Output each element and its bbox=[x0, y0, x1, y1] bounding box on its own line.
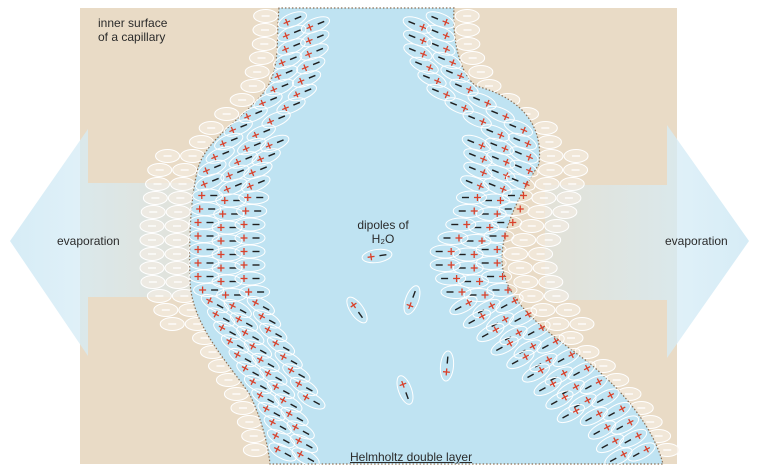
surface-charge-icon bbox=[570, 318, 594, 331]
surface-charge-icon bbox=[553, 206, 577, 219]
surface-charge-icon bbox=[508, 262, 532, 275]
inner-surface-label: inner surface of a capillary bbox=[98, 16, 167, 44]
surface-charge-icon bbox=[168, 192, 192, 205]
surface-charge-icon bbox=[535, 178, 559, 191]
surface-charge-icon bbox=[242, 430, 266, 443]
surface-charge-icon bbox=[171, 178, 195, 191]
helmholtz-label: Helmholtz double layer bbox=[350, 450, 472, 464]
surface-charge-icon bbox=[165, 234, 189, 247]
surface-charge-icon bbox=[140, 248, 164, 261]
dipoles-line1: dipoles of bbox=[348, 218, 418, 232]
surface-charge-icon bbox=[141, 276, 165, 289]
inner-surface-line1: inner surface bbox=[98, 16, 167, 30]
surface-charge-icon bbox=[531, 304, 555, 317]
surface-charge-icon bbox=[520, 220, 544, 233]
surface-charge-icon bbox=[148, 164, 172, 177]
surface-charge-icon bbox=[533, 122, 557, 135]
surface-charge-icon bbox=[154, 304, 178, 317]
surface-charge-icon bbox=[528, 206, 552, 219]
inner-surface-line2: of a capillary bbox=[98, 30, 167, 44]
surface-charge-icon bbox=[461, 52, 485, 65]
surface-charge-icon bbox=[165, 248, 189, 261]
surface-charge-icon bbox=[512, 234, 536, 247]
surface-charge-icon bbox=[544, 290, 568, 303]
surface-charge-icon bbox=[537, 136, 561, 149]
surface-charge-icon bbox=[166, 276, 190, 289]
surface-charge-icon bbox=[504, 248, 528, 261]
surface-charge-icon bbox=[250, 52, 274, 65]
surface-charge-icon bbox=[143, 192, 167, 205]
surface-charge-icon bbox=[241, 80, 265, 93]
surface-charge-icon bbox=[564, 164, 588, 177]
evaporation-left-label: evaporation bbox=[57, 234, 120, 248]
surface-charge-icon bbox=[165, 262, 189, 275]
surface-charge-icon bbox=[199, 122, 223, 135]
evaporation-right-label: evaporation bbox=[665, 234, 728, 248]
surface-charge-icon bbox=[514, 276, 538, 289]
surface-charge-icon bbox=[557, 192, 581, 205]
surface-charge-icon bbox=[532, 192, 556, 205]
surface-charge-icon bbox=[156, 150, 180, 163]
surface-charge-icon bbox=[141, 206, 165, 219]
surface-charge-icon bbox=[539, 164, 563, 177]
dipoles-label: dipoles of H₂O bbox=[348, 218, 418, 246]
surface-charge-icon bbox=[529, 248, 553, 261]
surface-charge-icon bbox=[254, 10, 278, 23]
surface-charge-icon bbox=[243, 444, 267, 457]
surface-charge-icon bbox=[539, 150, 563, 163]
surface-charge-icon bbox=[252, 38, 276, 51]
surface-charge-icon bbox=[537, 234, 561, 247]
surface-charge-icon bbox=[455, 10, 479, 23]
surface-charge-icon bbox=[173, 164, 197, 177]
surface-charge-icon bbox=[160, 318, 184, 331]
surface-charge-icon bbox=[146, 178, 170, 191]
surface-charge-icon bbox=[231, 402, 255, 415]
surface-charge-icon bbox=[469, 66, 493, 79]
surface-charge-icon bbox=[166, 206, 190, 219]
surface-charge-icon bbox=[545, 220, 569, 233]
surface-charge-icon bbox=[237, 416, 261, 429]
surface-charge-icon bbox=[560, 178, 584, 191]
surface-charge-icon bbox=[230, 94, 254, 107]
surface-charge-icon bbox=[556, 304, 580, 317]
dipoles-line2: H₂O bbox=[348, 232, 418, 246]
surface-charge-icon bbox=[456, 38, 480, 51]
surface-charge-icon bbox=[140, 262, 164, 275]
surface-charge-icon bbox=[140, 220, 164, 233]
surface-charge-icon bbox=[456, 24, 480, 37]
surface-charge-icon bbox=[165, 220, 189, 233]
surface-charge-icon bbox=[253, 24, 277, 37]
surface-charge-icon bbox=[245, 66, 269, 79]
surface-charge-icon bbox=[224, 388, 248, 401]
surface-charge-icon bbox=[564, 150, 588, 163]
surface-charge-icon bbox=[539, 276, 563, 289]
surface-charge-icon bbox=[533, 262, 557, 275]
surface-charge-icon bbox=[147, 290, 171, 303]
surface-charge-icon bbox=[140, 234, 164, 247]
surface-charge-icon bbox=[215, 108, 239, 121]
